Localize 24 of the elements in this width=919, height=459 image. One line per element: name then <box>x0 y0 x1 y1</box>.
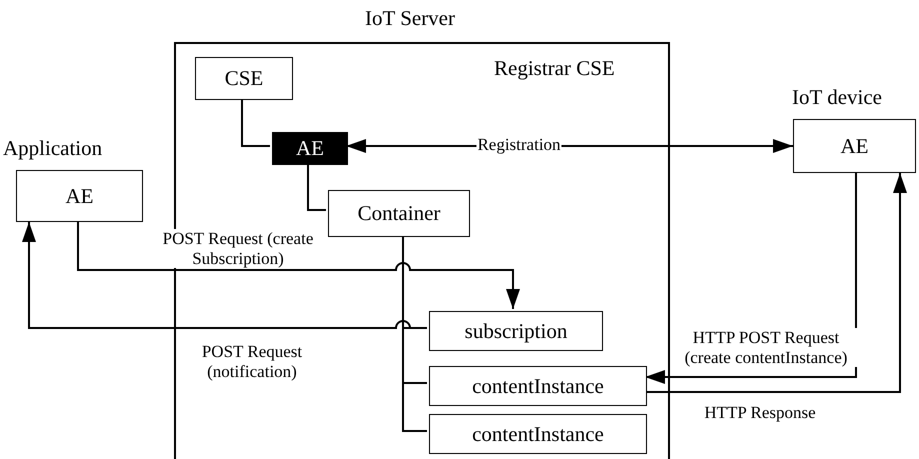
resource-box <box>195 57 293 100</box>
box-label: subscription <box>464 320 568 342</box>
device-heading: Application <box>3 138 102 159</box>
arrow <box>645 173 907 393</box>
connector-line <box>241 98 270 147</box>
box-label: AE <box>840 136 868 156</box>
box-label: AE <box>296 138 324 159</box>
resource-box <box>429 311 603 351</box>
arrow <box>645 173 857 384</box>
box-label: AE <box>66 186 94 206</box>
resource-box <box>429 366 647 406</box>
connector-line <box>307 163 326 211</box>
box-label: contentInstance <box>472 424 604 444</box>
box-label: Container <box>358 203 440 224</box>
frame-title: Registrar CSE <box>494 58 615 79</box>
arrow <box>22 222 427 329</box>
box-label: contentInstance <box>472 376 604 396</box>
arrow <box>77 222 520 309</box>
entity-box <box>272 132 348 165</box>
resource-box <box>429 414 647 454</box>
server-heading: IoT Server <box>365 8 455 29</box>
box-label: CSE <box>224 68 264 89</box>
device-heading: IoT device <box>792 87 882 108</box>
resource-box <box>328 190 470 237</box>
